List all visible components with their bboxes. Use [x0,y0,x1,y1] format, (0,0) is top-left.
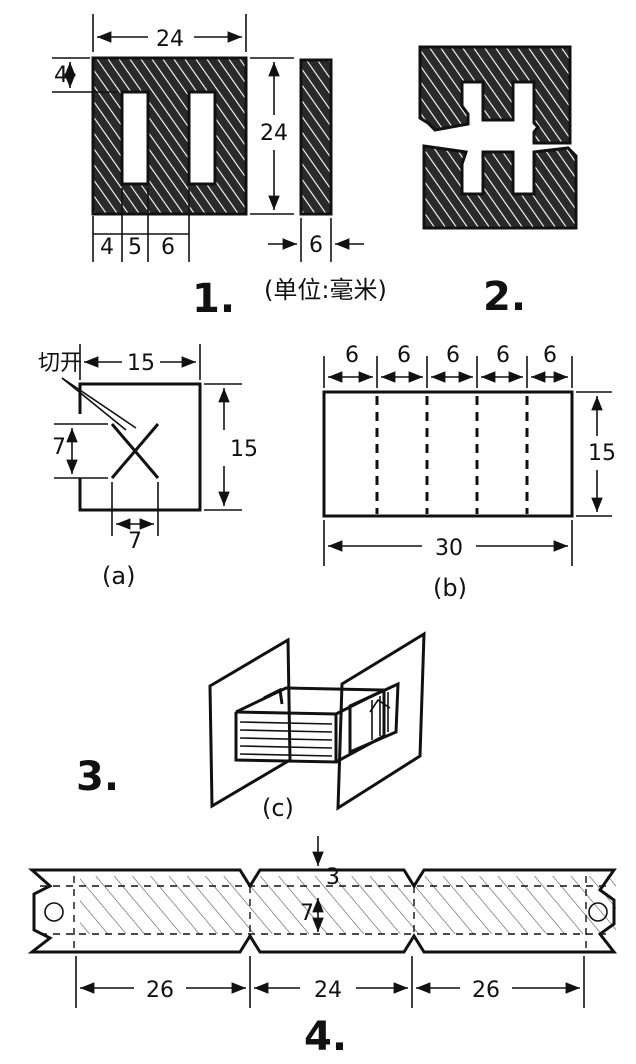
fig3c-caption: (c) [262,794,294,822]
fig3b-caption: (b) [433,574,467,602]
fig3b-bottom-dimension: 30 [323,520,573,566]
fig4-strip [27,868,618,954]
fig4-mid-label: 7 [300,901,314,926]
fig1-width-label: 24 [156,27,184,52]
fig1-number: 1. [192,276,235,322]
fig4-number: 4. [304,1014,347,1060]
fig1-core-frame [91,56,248,216]
fig3b-top-label-1: 6 [345,343,359,368]
fig3c-bobbin [208,631,426,811]
fig3a-bottom-dimension: 7 [111,482,159,554]
fig1-bottom-dimension: 4 5 6 [92,188,190,262]
fig1-height-label: 24 [260,121,288,146]
fig3a-right-label: 15 [230,437,258,462]
fig3a-top-label: 15 [127,351,155,376]
fig3b-top-label-3: 6 [446,343,460,368]
fig3b-top-dimension: 6 6 6 6 6 [323,343,573,388]
fig3a-square [61,377,202,512]
fig1-height-dimension: 24 [250,57,294,215]
fig1-top-dimension: 4 [52,57,118,93]
fig4-bottom-dimension: 26 24 26 [75,956,585,1008]
fig3b-strip [322,390,574,518]
fig3a-cut-label: 切开 [38,351,82,376]
fig1-bar-dimension: 6 [268,218,364,262]
fig1-top-label: 4 [54,63,68,88]
fig3a-caption: (a) [102,562,135,590]
fig4-bottom-label-2: 24 [314,978,342,1003]
fig3b-right-label: 15 [588,441,616,466]
fig1-side-label: 6 [309,233,323,258]
fig3a-left-label: 7 [52,435,66,460]
fig2-stacked-core [418,45,578,230]
fig1-bottom-label-1: 4 [100,235,114,260]
fig3b-top-label-5: 6 [543,343,557,368]
fig1-bottom-label-2: 5 [128,235,142,260]
fig1-core-bar [299,58,333,216]
fig3b-top-label-4: 6 [496,343,510,368]
fig3b-bottom-label: 30 [435,536,463,561]
fig4-top-label: 3 [326,865,340,890]
fig3a-left-dimension: 7 [52,423,108,479]
fig3a-bottom-label: 7 [128,529,142,554]
fig3a-top-dimension: 15 [79,344,201,380]
unit-note: (单位:毫米) [264,276,387,304]
fig1-width-dimension: 24 [92,14,247,52]
fig3b-right-dimension: 15 [576,391,616,517]
fig3-number: 3. [76,754,119,800]
fig3a-right-dimension: 15 [204,383,258,511]
fig4-vertical-dimension: 3 7 [300,836,340,932]
fig1-bottom-label-3: 6 [161,235,175,260]
fig4-bottom-label-3: 26 [472,978,500,1003]
fig4-bottom-label-1: 26 [146,978,174,1003]
fig3b-top-label-2: 6 [397,343,411,368]
fig2-number: 2. [483,274,526,320]
